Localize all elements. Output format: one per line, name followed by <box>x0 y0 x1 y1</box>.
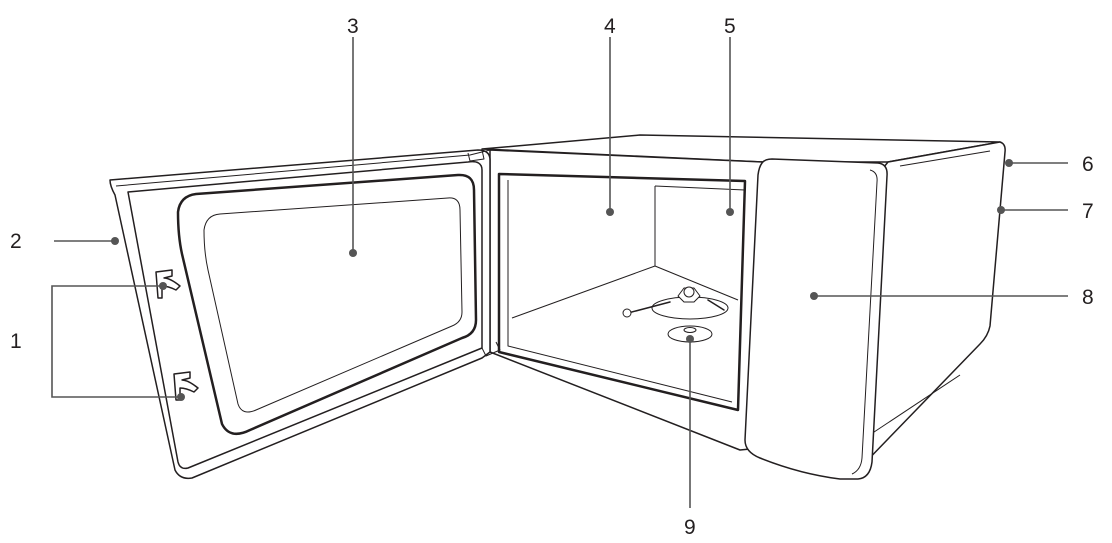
microwave-body <box>481 134 1006 480</box>
control-panel <box>744 158 888 480</box>
callout-leaders <box>51 37 1068 508</box>
cabinet-right-side <box>857 141 1006 471</box>
oven-cavity <box>497 172 747 412</box>
door-latch-hook-bottom <box>173 371 199 401</box>
roller-arm-right <box>707 299 725 311</box>
callout-2: 2 <box>10 230 22 253</box>
door-window-frame <box>176 173 478 436</box>
cabinet-side-seam-lower <box>861 374 961 441</box>
callout-4: 4 <box>604 15 616 38</box>
roller-wheel-left <box>622 308 632 318</box>
leader-dot-1b <box>177 393 185 401</box>
leader-1 <box>51 285 181 398</box>
callout-7: 7 <box>1082 200 1094 223</box>
roller-center-knob <box>683 286 695 298</box>
leader-dot-7 <box>997 206 1005 214</box>
callout-6: 6 <box>1082 153 1094 176</box>
cavity-inner-frame <box>507 180 733 403</box>
turntable-support <box>622 286 729 320</box>
microwave-door <box>109 149 501 480</box>
leader-dot-4 <box>606 208 614 216</box>
leader-dot-9 <box>686 335 694 343</box>
callout-9: 9 <box>684 516 696 539</box>
callout-1: 1 <box>10 330 22 353</box>
leader-dot-8 <box>810 292 818 300</box>
leader-dot-6 <box>1005 159 1013 167</box>
leader-dot-5 <box>726 208 734 216</box>
control-panel-inner-edge <box>851 169 878 475</box>
callout-5: 5 <box>724 15 736 38</box>
door-hinge-bottom <box>481 341 501 357</box>
callout-numbers: 1 2 3 4 5 6 7 8 9 <box>10 15 1094 539</box>
callout-3: 3 <box>347 15 359 38</box>
leader-dot-2 <box>111 237 119 245</box>
leader-dot-1a <box>159 282 167 290</box>
leader-dot-3 <box>349 249 357 257</box>
door-top-edge <box>115 149 491 187</box>
door-window-screen <box>203 197 463 413</box>
shaft-coupler <box>683 327 697 333</box>
cabinet-side-seam <box>899 150 991 167</box>
callout-8: 8 <box>1082 286 1094 309</box>
cavity-floor-edge <box>654 265 739 301</box>
roller-arm-left <box>627 301 671 314</box>
door-hinge-top <box>467 149 485 162</box>
